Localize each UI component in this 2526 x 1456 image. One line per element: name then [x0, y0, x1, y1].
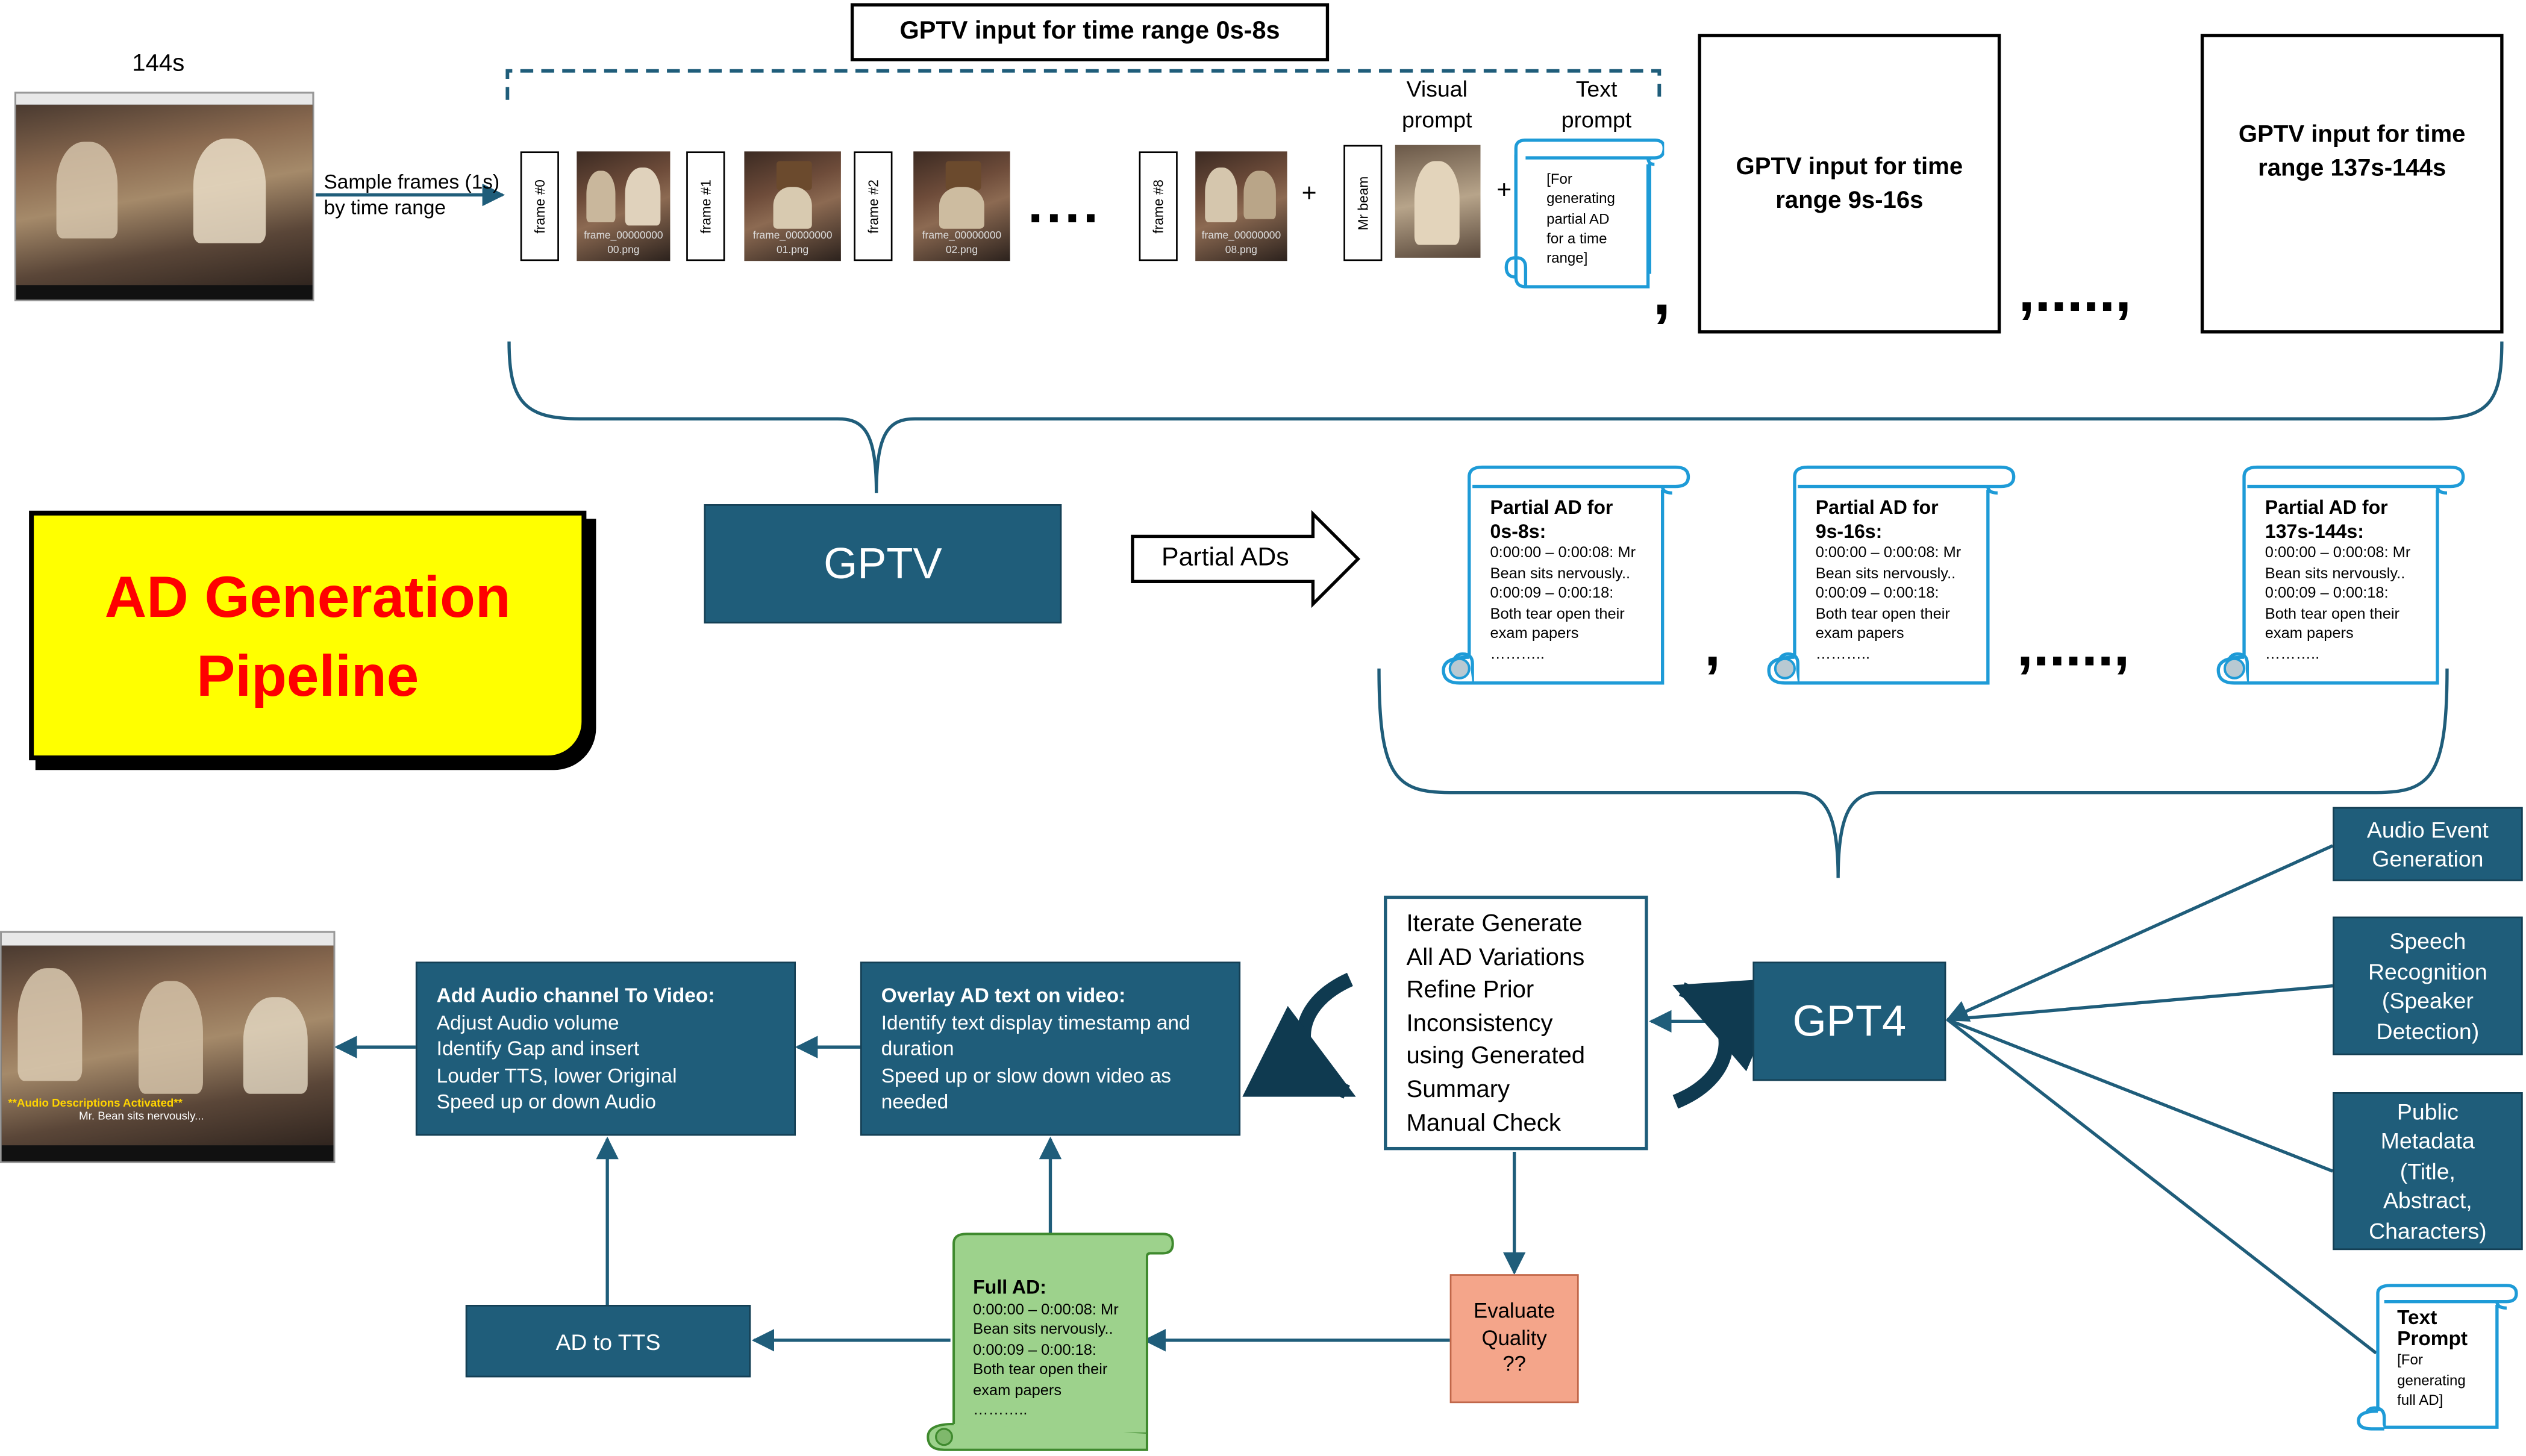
cycle-arrow-left [1242, 972, 1356, 1099]
visual-prompt-thumbnail [1395, 145, 1481, 258]
partial-ad-scroll-2 [2216, 465, 2465, 685]
visual-prompt-name: Mr beam [1343, 145, 1383, 261]
source-video-thumbnail [14, 92, 314, 302]
gptv-range-title: GPTV input for time range 0s-8s [850, 3, 1330, 61]
comma-2: , [1704, 612, 1721, 678]
comma-ellipsis-2: ,....., [2016, 612, 2130, 678]
frame-label-0: frame #0 [520, 151, 559, 261]
partial-ads-arrow-label: Partial ADs [1161, 544, 1289, 572]
brace-gptv-inputs [507, 341, 2504, 493]
cycle-arrow-right [1672, 978, 1786, 1109]
comma-1: , [1652, 257, 1671, 329]
full-ad-text: Full AD: 0:00:00 – 0:00:08: Mr Bean sits… [973, 1275, 1119, 1419]
text-prompt-body: [For generating partial AD for a time ra… [1546, 170, 1615, 266]
plus-sign-2: + [1496, 177, 1512, 205]
output-video-thumbnail: **Audio Descriptions Activated** Mr. Bea… [0, 931, 336, 1163]
plus-sign-1: + [1301, 180, 1317, 208]
partial-ad-scroll-0 [1442, 465, 1690, 685]
text-prompt-full-scroll [2357, 1284, 2518, 1431]
partial-ad-text-2: Partial AD for 137s-144s: 0:00:00 – 0:00… [2265, 496, 2411, 663]
iterate-refine-box: Iterate Generate All AD Variations Refin… [1384, 895, 1648, 1151]
frame-label-1: frame #1 [686, 151, 725, 261]
dashed-bracket [505, 69, 1662, 100]
overlay-ad-text-box: Overlay AD text on video: Identify text … [860, 961, 1241, 1136]
brace-partial-ads [1377, 668, 2449, 878]
partial-ad-scroll-1 [1767, 465, 2016, 685]
output-caption-line1: **Audio Descriptions Activated** [8, 1098, 183, 1110]
partial-ad-text-0: Partial AD for 0s-8s: 0:00:00 – 0:00:08:… [1490, 496, 1636, 663]
text-prompt-full-body: Text Prompt [For generating full AD] [2397, 1306, 2468, 1408]
frame-label-8: frame #8 [1139, 151, 1178, 261]
frames-ellipsis: .... [1028, 173, 1102, 236]
full-ad-scroll [927, 1233, 1174, 1451]
output-caption-line2: Mr. Bean sits nervously... [79, 1111, 204, 1123]
gpt4-model-box: GPT4 [1752, 961, 1946, 1081]
partial-ads-block-arrow [1131, 510, 1361, 608]
partial-ad-text-1: Partial AD for 9s-16s: 0:00:00 – 0:00:08… [1815, 496, 1962, 663]
gptv-model-box: GPTV [704, 504, 1062, 623]
comma-ellipsis-1: ,....., [2018, 257, 2131, 324]
sample-frames-label: Sample frames (1s) by time range [324, 170, 500, 219]
ad-to-tts-box: AD to TTS [465, 1305, 751, 1378]
video-duration-label: 144s [132, 49, 185, 78]
add-audio-channel-box: Add Audio channel To Video: Adjust Audio… [415, 961, 796, 1136]
frame-label-2: frame #2 [854, 151, 893, 261]
text-prompt-scroll [1504, 138, 1665, 289]
